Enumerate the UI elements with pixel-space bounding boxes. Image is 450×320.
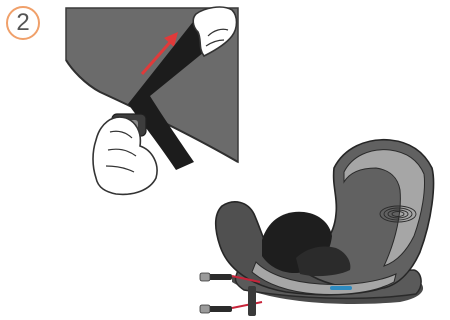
belt-adjustment-closeup (66, 7, 238, 194)
recline-indicator-icon (330, 286, 352, 290)
car-seat-overview (200, 140, 434, 316)
